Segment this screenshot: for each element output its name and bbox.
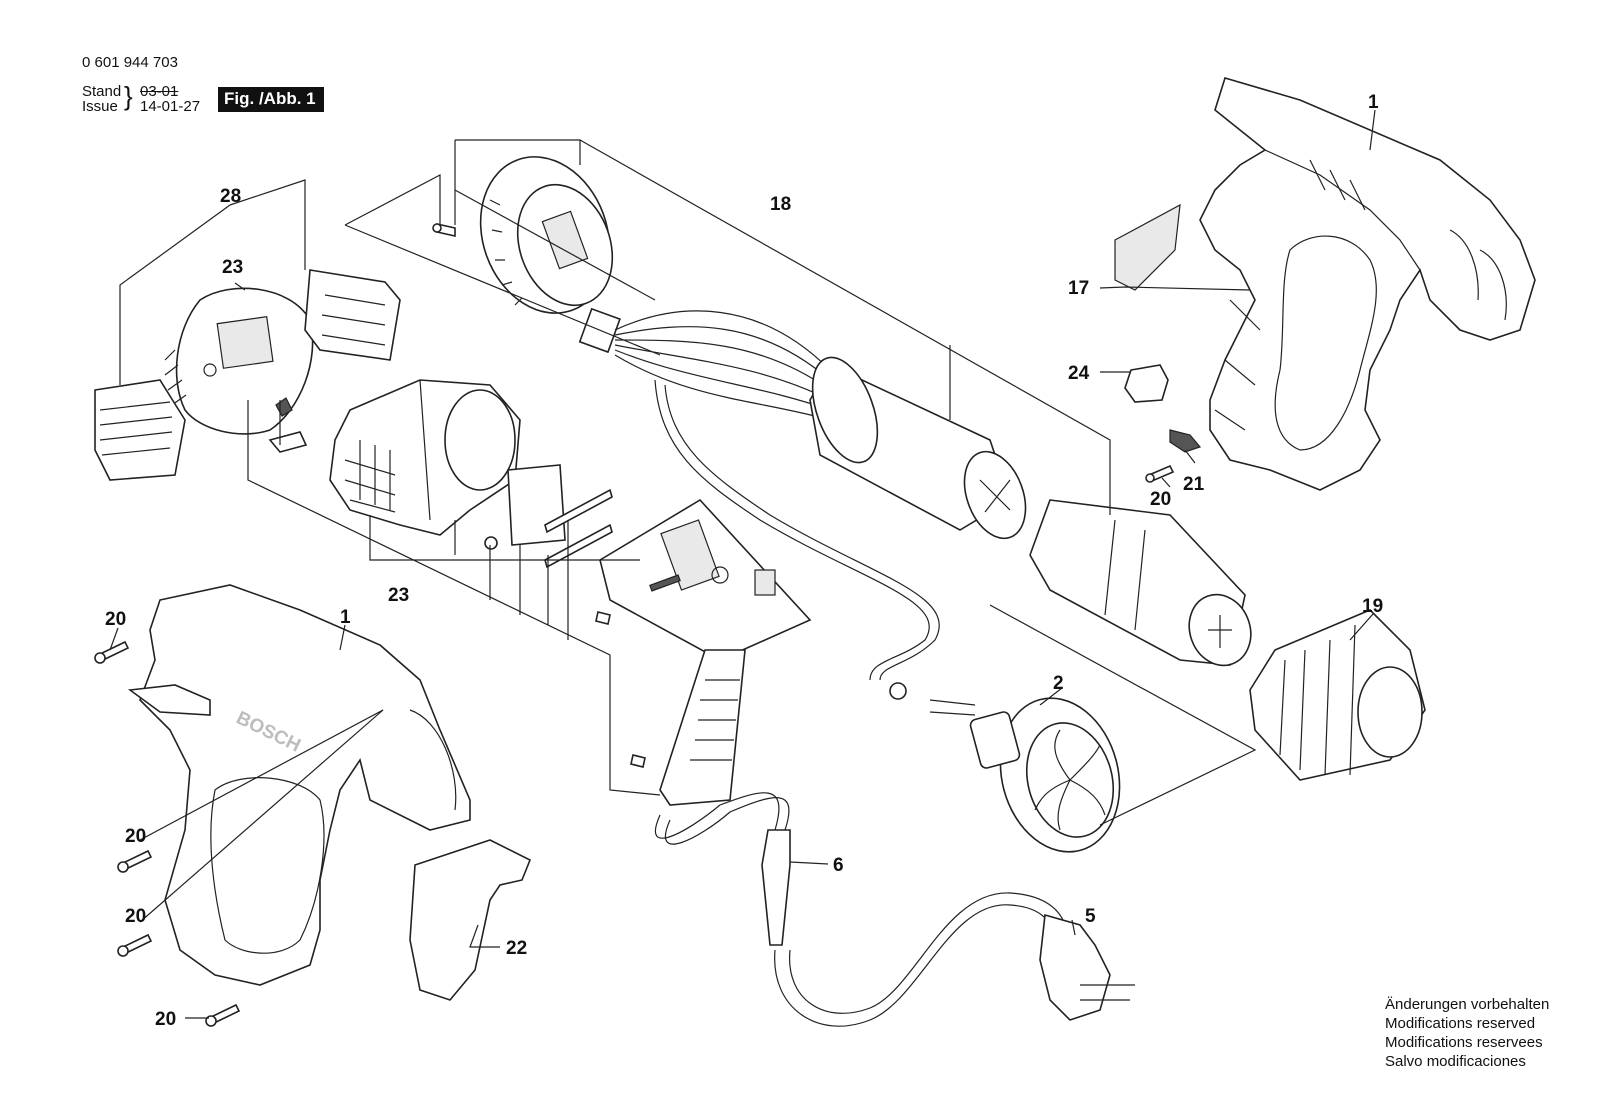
callout-20-a: 20 [1150,489,1171,510]
issue-date: 14-01-27 [140,98,201,115]
callout-labels: 1 28 18 23 17 24 21 20 23 19 20 1 2 20 6… [105,92,1383,1030]
heater-tube-drawing [1029,499,1426,781]
modifications-note: Änderungen vorbehalten Modifications res… [1385,995,1549,1071]
note-line-en: Modifications reserved [1385,1015,1536,1032]
screws-drawing [94,464,1175,1027]
callout-20-c: 20 [125,826,146,847]
callout-19: 19 [1362,596,1383,617]
power-cord-drawing [654,792,1135,1027]
leader-lines [109,109,1376,1019]
grip-cover-drawing [409,203,1202,1001]
control-board-drawing [507,464,812,806]
brace-icon: } [124,81,133,111]
callout-22: 22 [506,938,527,959]
callout-20-d: 20 [125,906,146,927]
part-number: 0 601 944 703 [82,54,178,71]
note-line-de: Änderungen vorbehalten [1385,996,1550,1013]
callout-5: 5 [1085,906,1096,927]
motor-cage-drawing [329,379,521,550]
note-line-es: Salvo modificaciones [1385,1053,1526,1070]
note-line-fr: Modifications reservees [1385,1034,1543,1051]
callout-23-top: 23 [222,257,243,278]
callout-2: 2 [1053,673,1064,694]
issue-label: Issue [82,98,118,115]
callout-18: 18 [770,194,791,215]
callout-24: 24 [1068,363,1090,384]
callout-6: 6 [833,855,844,876]
callout-20-e: 20 [155,1009,176,1030]
callout-28: 28 [220,186,241,207]
callout-21: 21 [1183,474,1205,495]
callout-1-bottom: 1 [340,607,351,628]
back-cap-drawing [94,269,401,481]
blower-ring-drawing [432,156,614,314]
fan-motor-drawing [929,697,1121,853]
callout-17: 17 [1068,278,1089,299]
housing-half-top-drawing [1199,77,1536,491]
stand-label: Stand [82,83,122,100]
figure-label: Fig. /Abb. 1 [218,87,324,112]
heating-element-drawing [578,307,1027,700]
callout-1-top: 1 [1368,92,1379,113]
callout-20-b: 20 [105,609,126,630]
housing-half-front-drawing: BOSCH [127,584,471,986]
callout-23-bottom: 23 [388,585,409,606]
stand-date: 03-01 [140,83,179,100]
